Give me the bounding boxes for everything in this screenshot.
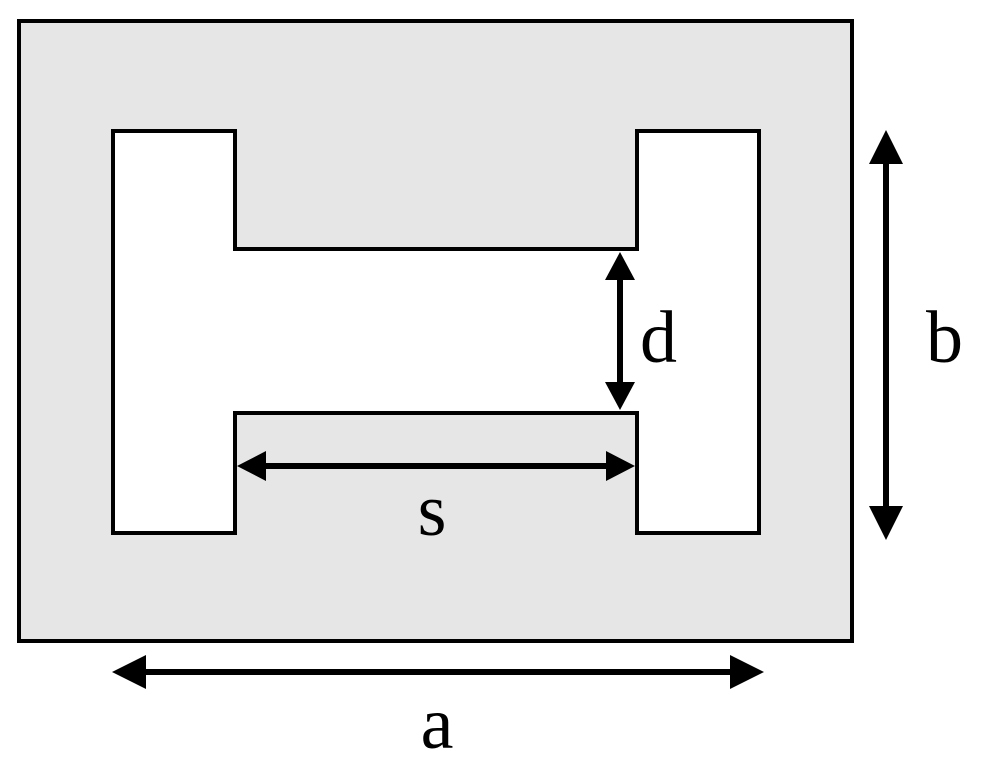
dimension-b-arrowhead-bottom [869, 506, 903, 540]
label-s: s [418, 470, 447, 552]
dimension-a-arrowhead-left [112, 655, 146, 689]
dimension-a: a [112, 655, 764, 764]
dimension-s: s [237, 451, 635, 552]
dimension-b: b [869, 130, 963, 540]
h-aperture [111, 129, 761, 535]
dimension-a-arrowhead-right [730, 655, 764, 689]
dimension-s-arrowhead-right [606, 451, 635, 481]
label-a: a [421, 683, 454, 764]
dimension-d-arrowhead-bottom [605, 382, 635, 410]
dimension-d-arrowhead-top [605, 252, 635, 280]
label-d: d [640, 297, 677, 379]
dimension-b-arrowhead-top [869, 130, 903, 164]
label-b: b [926, 297, 963, 379]
dimension-s-arrowhead-left [237, 451, 266, 481]
dimension-d: d [605, 252, 677, 410]
